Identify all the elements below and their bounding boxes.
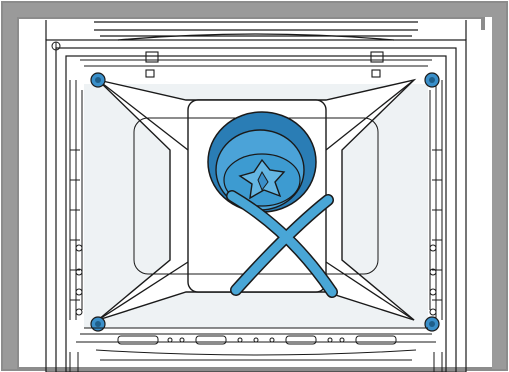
frame-left-bar — [3, 3, 17, 369]
frame-top-bar — [3, 3, 506, 17]
screw-bottom-left[interactable] — [91, 317, 105, 331]
screw-bottom-right[interactable] — [425, 317, 439, 331]
fan-cover — [208, 112, 316, 212]
frame-right-bar — [492, 3, 506, 369]
screw-top-left[interactable] — [91, 73, 105, 87]
screw-top-right[interactable] — [425, 73, 439, 87]
